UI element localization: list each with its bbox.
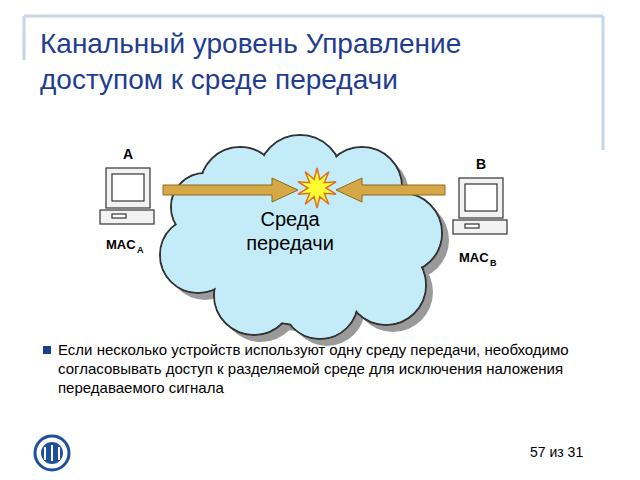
computer-icon xyxy=(100,168,154,224)
bullet-text: Если несколько устройств используют одну… xyxy=(58,340,613,397)
frame-line xyxy=(24,15,603,18)
frame-line xyxy=(23,16,26,60)
mac-subscript: B xyxy=(490,258,497,268)
mac-label: MAC xyxy=(106,237,136,252)
mac-label: MAC xyxy=(459,250,489,265)
bullet-square xyxy=(43,346,51,354)
device-name: B xyxy=(476,156,486,172)
cloud-node: Среда передачи xyxy=(150,135,450,335)
computer-icon xyxy=(453,178,507,234)
collision-star xyxy=(298,168,336,208)
slide-title: Канальный уровень Управление доступом к … xyxy=(40,26,580,98)
arrow-b xyxy=(336,178,445,202)
cloud-label: Среда передачи xyxy=(220,207,360,255)
device-name: A xyxy=(123,146,133,162)
logo xyxy=(35,436,69,470)
frame-line xyxy=(602,16,605,150)
arrow-a xyxy=(163,178,298,202)
slide-number: 57 из 31 xyxy=(530,444,583,460)
mac-subscript: A xyxy=(137,245,144,255)
